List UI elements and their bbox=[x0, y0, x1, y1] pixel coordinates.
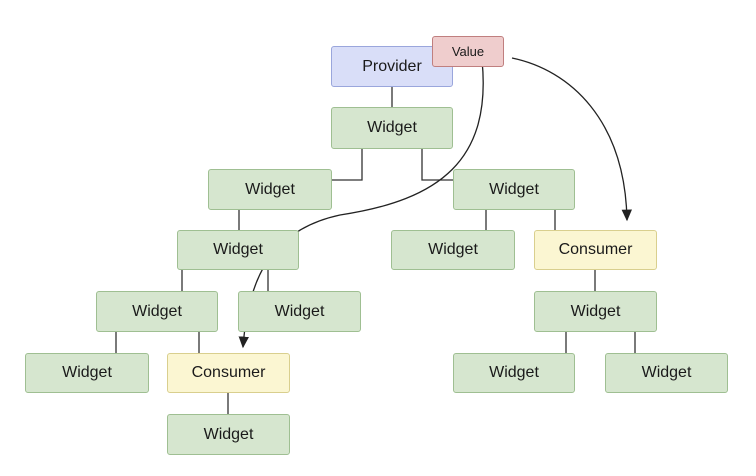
consumer-box: Consumer bbox=[534, 230, 657, 270]
value-arrow-left-consumer bbox=[238, 59, 484, 349]
widget-box: Widget bbox=[167, 414, 290, 455]
widget-box: Widget bbox=[96, 291, 218, 332]
value-arrow-right-consumer bbox=[511, 57, 632, 222]
consumer-box: Consumer bbox=[167, 353, 290, 393]
widget-box: Widget bbox=[177, 230, 299, 270]
widget-box: Widget bbox=[453, 169, 575, 210]
value-box: Value bbox=[432, 36, 504, 67]
widget-box: Widget bbox=[453, 353, 575, 393]
widget-box: Widget bbox=[208, 169, 332, 210]
widget-box: Widget bbox=[391, 230, 515, 270]
widget-box: Widget bbox=[25, 353, 149, 393]
widget-box: Widget bbox=[331, 107, 453, 149]
widget-box: Widget bbox=[605, 353, 728, 393]
connector bbox=[332, 149, 363, 181]
widget-box: Widget bbox=[534, 291, 657, 332]
widget-box: Widget bbox=[238, 291, 361, 332]
connector bbox=[421, 149, 453, 181]
